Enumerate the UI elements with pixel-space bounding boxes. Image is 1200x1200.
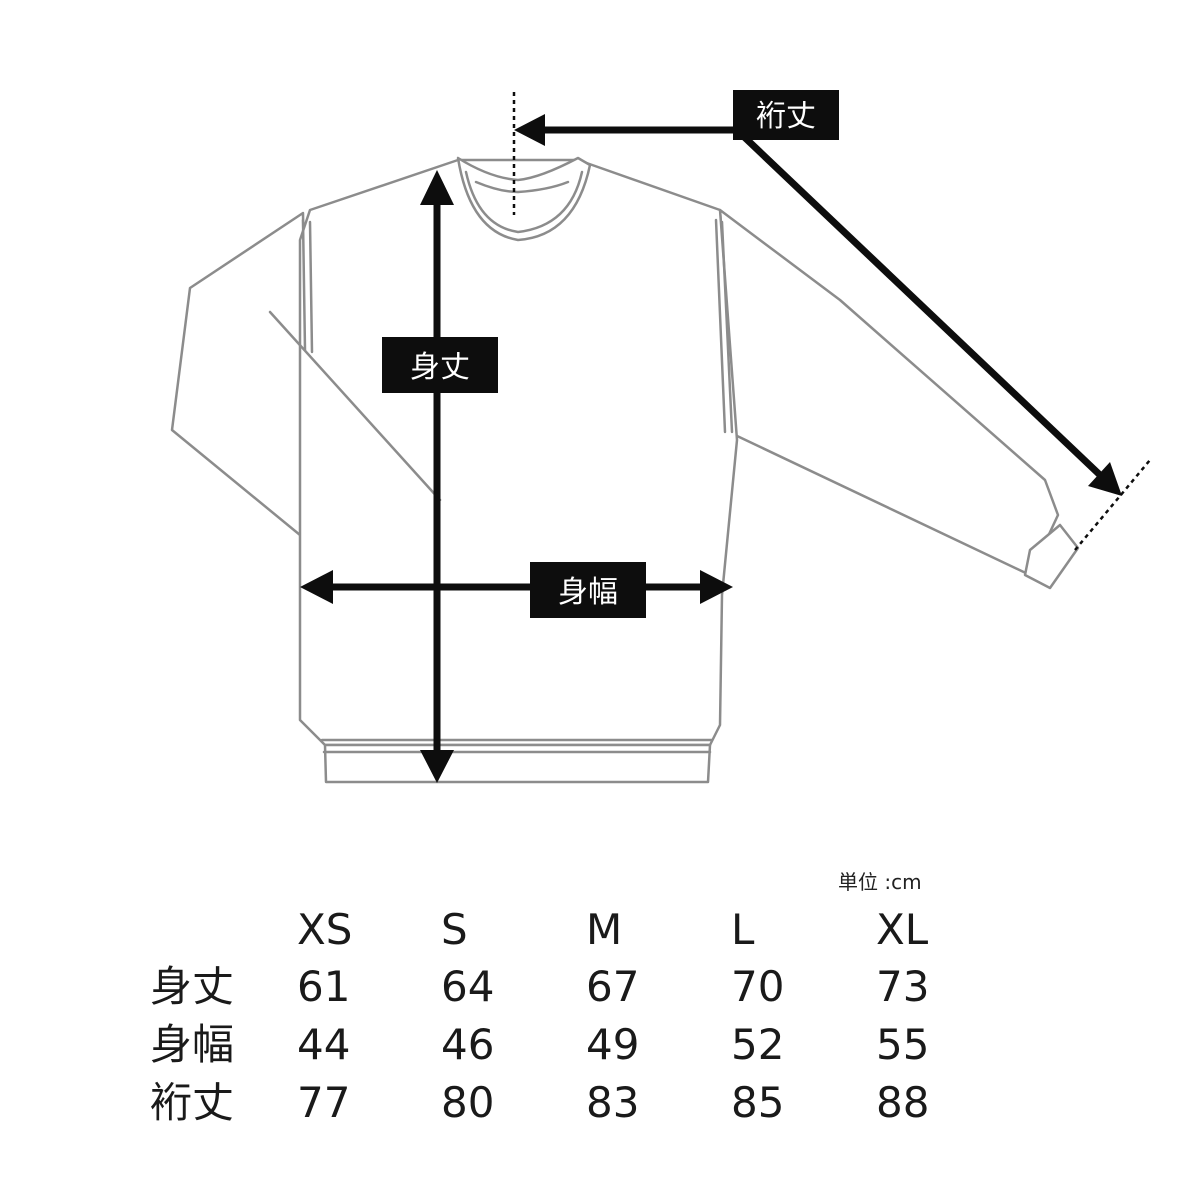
table-cell: 85 (731, 1078, 785, 1127)
table-cell: 55 (876, 1020, 930, 1069)
sleeve-length-arrow-head-left (514, 114, 545, 146)
table-cell: 64 (441, 962, 495, 1011)
sleeve-length-arrow-line (737, 130, 1103, 478)
size-header: S (441, 905, 468, 954)
size-header: XS (297, 905, 353, 954)
table-cell: 44 (297, 1020, 351, 1069)
body-width-arrow-head-right (700, 570, 733, 604)
body-length-arrow-head-bottom (420, 750, 454, 783)
cuff-end-guide (1074, 459, 1151, 551)
sweatshirt-size-diagram: 裄丈 身丈 身幅 (170, 90, 1151, 784)
table-cell: 67 (586, 962, 640, 1011)
size-header: XL (876, 905, 929, 954)
width-label-box (530, 562, 646, 618)
sleeve-fold-line (268, 310, 442, 502)
length-label: 身丈 (410, 350, 470, 385)
size-header: M (586, 905, 623, 954)
body-width-arrow-head-left (300, 570, 333, 604)
armhole-seam (301, 218, 307, 352)
table-cell: 70 (731, 962, 785, 1011)
sleeve-label: 裄丈 (756, 99, 816, 134)
armhole-seam (720, 220, 734, 434)
body (298, 158, 739, 747)
armhole-seam (308, 220, 314, 354)
sleeve-length-arrow-head-right (1088, 462, 1122, 496)
body-length-arrow-head-top (420, 170, 454, 205)
table-cell: 52 (731, 1020, 785, 1069)
table-cell: 88 (876, 1078, 930, 1127)
table-cell: 46 (441, 1020, 495, 1069)
sleeve-label-box (733, 90, 839, 140)
width-label: 身幅 (558, 575, 618, 610)
table-cell: 80 (441, 1078, 495, 1127)
right-cuff (1023, 523, 1080, 590)
unit-label: 単位 :cm (838, 870, 922, 894)
row-label: 裄丈 (150, 1078, 235, 1127)
collar-rib (464, 170, 584, 234)
collar-rib (474, 180, 570, 194)
right-sleeve (718, 208, 1060, 577)
size-header: L (731, 905, 755, 954)
table-cell: 77 (297, 1078, 351, 1127)
row-label: 身幅 (150, 1020, 235, 1069)
hem-band (323, 743, 712, 784)
armhole-seam (714, 218, 727, 434)
row-label: 身丈 (150, 962, 235, 1011)
table-cell: 83 (586, 1078, 640, 1127)
table-cell: 73 (876, 962, 930, 1011)
table-cell: 61 (297, 962, 351, 1011)
table-cell: 49 (586, 1020, 640, 1069)
length-label-box (382, 337, 498, 393)
